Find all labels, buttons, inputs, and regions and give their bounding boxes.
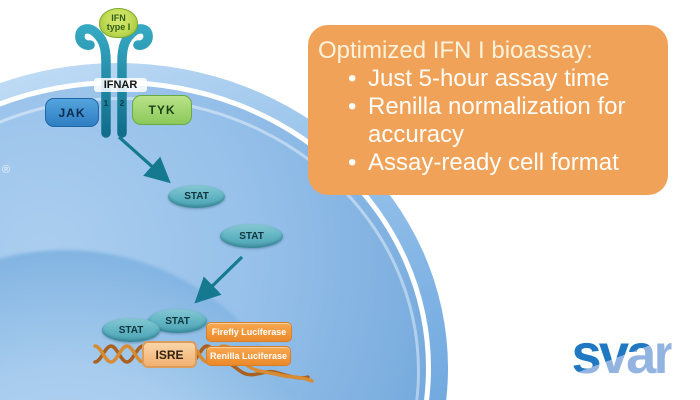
stat-oval-1: STAT [168, 185, 225, 208]
stat-oval-4: STAT [102, 318, 160, 342]
receptor-subunit-1-label: 1 [103, 99, 109, 108]
ifn-type-i-ligand: IFN type I [99, 8, 138, 38]
callout-box: Optimized IFN I bioassay: Just 5-hour as… [308, 25, 668, 195]
callout-title: Optimized IFN I bioassay: [318, 37, 593, 64]
isre-box: ISRE [142, 341, 197, 368]
callout-bullet-list: Just 5-hour assay time Renilla normaliza… [318, 65, 656, 177]
svar-logo: svar [571, 322, 675, 385]
callout-bullet-renilla-normalization: Renilla normalization for accuracy [346, 93, 656, 149]
ifnar-label: IFNAR [94, 78, 147, 92]
jak-kinase-box: JAK [45, 98, 99, 127]
registered-mark: ® [2, 164, 11, 176]
ifnar-receptor-icon [75, 24, 153, 138]
tyk-kinase-box: TYK [132, 95, 192, 125]
receptor-subunit-2-label: 2 [119, 99, 125, 108]
callout-bullet-cell-format: Assay-ready cell format [346, 149, 656, 177]
ifn-ligand-label-line1: IFN [111, 13, 126, 23]
firefly-luciferase-box: Firefly Luciferase [206, 322, 292, 342]
stat-oval-2: STAT [220, 224, 283, 248]
ifn-ligand-label-line2: type I [106, 22, 131, 32]
signal-arrow-receptor-to-stat [117, 135, 171, 184]
renilla-luciferase-box: Renilla Luciferase [206, 346, 291, 366]
signal-arrow-stat-to-nucleus [194, 255, 244, 304]
callout-bullet-assay-time: Just 5-hour assay time [346, 65, 656, 93]
